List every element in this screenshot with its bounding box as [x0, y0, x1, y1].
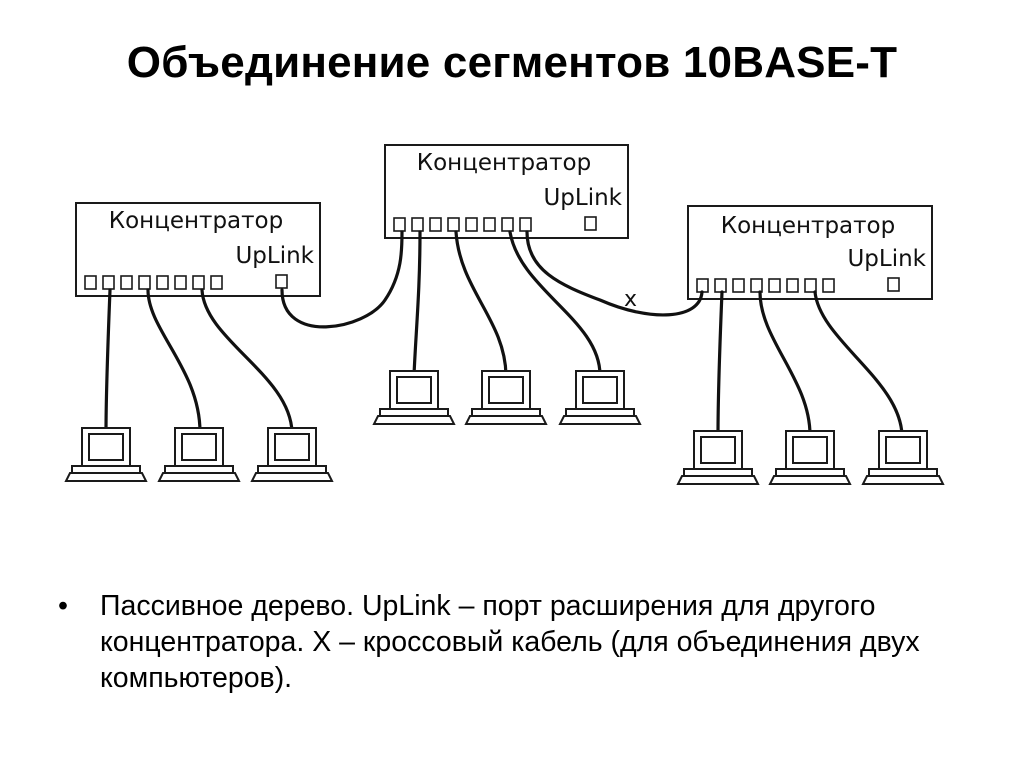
hub-center-port: [447, 217, 460, 232]
hub-right-port: [804, 278, 817, 293]
computer-base-icon: [868, 468, 938, 477]
slide-title: Объединение сегментов 10BASE-T: [126, 38, 898, 87]
keyboard-icon: [558, 415, 642, 425]
hub-center-port: [519, 217, 532, 232]
cable-left-2: [146, 288, 202, 434]
uplink-cable-left-to-center: [280, 230, 404, 329]
keyboard-icon: [157, 472, 241, 482]
computer-left-3: [250, 427, 334, 482]
hub-left-port: [174, 275, 187, 290]
cable-left-1: [104, 288, 112, 434]
hub-right-uplink-port: [887, 277, 900, 292]
hub-left-port: [102, 275, 115, 290]
hub-center-port: [465, 217, 478, 232]
hub-center-port: [501, 217, 514, 232]
computer-center-3: [558, 370, 642, 425]
keyboard-icon: [861, 475, 945, 485]
hub-right-port: [696, 278, 709, 293]
hub-right-port: [786, 278, 799, 293]
computer-base-icon: [775, 468, 845, 477]
hub-right-label: Концентратор: [721, 213, 895, 239]
hub-right-ports: [696, 277, 900, 293]
cable-center-3: [508, 230, 602, 377]
crossover-cable-center-to-right: [525, 230, 704, 317]
hub-center: Концентратор UpLink: [384, 144, 629, 239]
hub-left-label: Концентратор: [109, 208, 283, 234]
computer-base-icon: [164, 465, 234, 474]
computer-left-2: [157, 427, 241, 482]
hub-right-port: [714, 278, 727, 293]
hub-center-port: [429, 217, 442, 232]
hub-left-port: [156, 275, 169, 290]
cable-center-2: [454, 230, 508, 377]
hub-left-port: [192, 275, 205, 290]
hub-right: Концентратор UpLink: [687, 205, 933, 300]
hub-left: Концентратор UpLink: [75, 202, 321, 297]
hub-right-port: [768, 278, 781, 293]
hub-left-uplink-port: [275, 274, 288, 289]
computer-left-1: [64, 427, 148, 482]
computer-base-icon: [683, 468, 753, 477]
bullet-item: • Пассивное дерево. UpLink – порт расшир…: [58, 588, 958, 696]
hub-left-uplink-label: UpLink: [235, 243, 314, 269]
screen-icon: [88, 433, 124, 461]
computer-center-2: [464, 370, 548, 425]
keyboard-icon: [372, 415, 456, 425]
hub-left-port: [138, 275, 151, 290]
hub-right-uplink-label: UpLink: [847, 246, 926, 272]
keyboard-icon: [250, 472, 334, 482]
hub-left-port: [120, 275, 133, 290]
screen-icon: [488, 376, 524, 404]
computer-base-icon: [379, 408, 449, 417]
hub-left-port: [210, 275, 223, 290]
screen-icon: [181, 433, 217, 461]
hub-left-port: [84, 275, 97, 290]
hub-center-uplink-label: UpLink: [543, 185, 622, 211]
computers: [64, 370, 945, 485]
cable-right-1: [716, 290, 724, 437]
computer-right-1: [676, 430, 760, 485]
hub-center-ports: [393, 216, 597, 232]
hub-center-port: [393, 217, 406, 232]
hub-center-port: [411, 217, 424, 232]
cable-center-1: [412, 230, 422, 377]
hub-right-port: [822, 278, 835, 293]
computer-center-1: [372, 370, 456, 425]
computer-right-2: [768, 430, 852, 485]
screen-icon: [700, 436, 736, 464]
hub-right-port: [750, 278, 763, 293]
hub-right-port: [732, 278, 745, 293]
keyboard-icon: [64, 472, 148, 482]
screen-icon: [274, 433, 310, 461]
bullet-dot: •: [58, 590, 68, 622]
computer-right-3: [861, 430, 945, 485]
screen-icon: [885, 436, 921, 464]
cable-left-3: [200, 288, 294, 434]
hub-center-label: Концентратор: [417, 150, 591, 176]
cable-right-2: [758, 290, 812, 437]
screen-icon: [396, 376, 432, 404]
keyboard-icon: [676, 475, 760, 485]
keyboard-icon: [464, 415, 548, 425]
computer-base-icon: [565, 408, 635, 417]
computer-base-icon: [471, 408, 541, 417]
computer-base-icon: [257, 465, 327, 474]
hub-left-ports: [84, 274, 288, 290]
bullet-list: • Пассивное дерево. UpLink – порт расшир…: [58, 588, 958, 696]
keyboard-icon: [768, 475, 852, 485]
screen-icon: [792, 436, 828, 464]
crossover-mark: x: [624, 287, 637, 312]
computer-base-icon: [71, 465, 141, 474]
bullet-text: Пассивное дерево. UpLink – порт расширен…: [100, 590, 920, 694]
screen-icon: [582, 376, 618, 404]
hub-center-port: [483, 217, 496, 232]
hub-center-uplink-port: [584, 216, 597, 231]
cable-right-3: [813, 290, 904, 437]
